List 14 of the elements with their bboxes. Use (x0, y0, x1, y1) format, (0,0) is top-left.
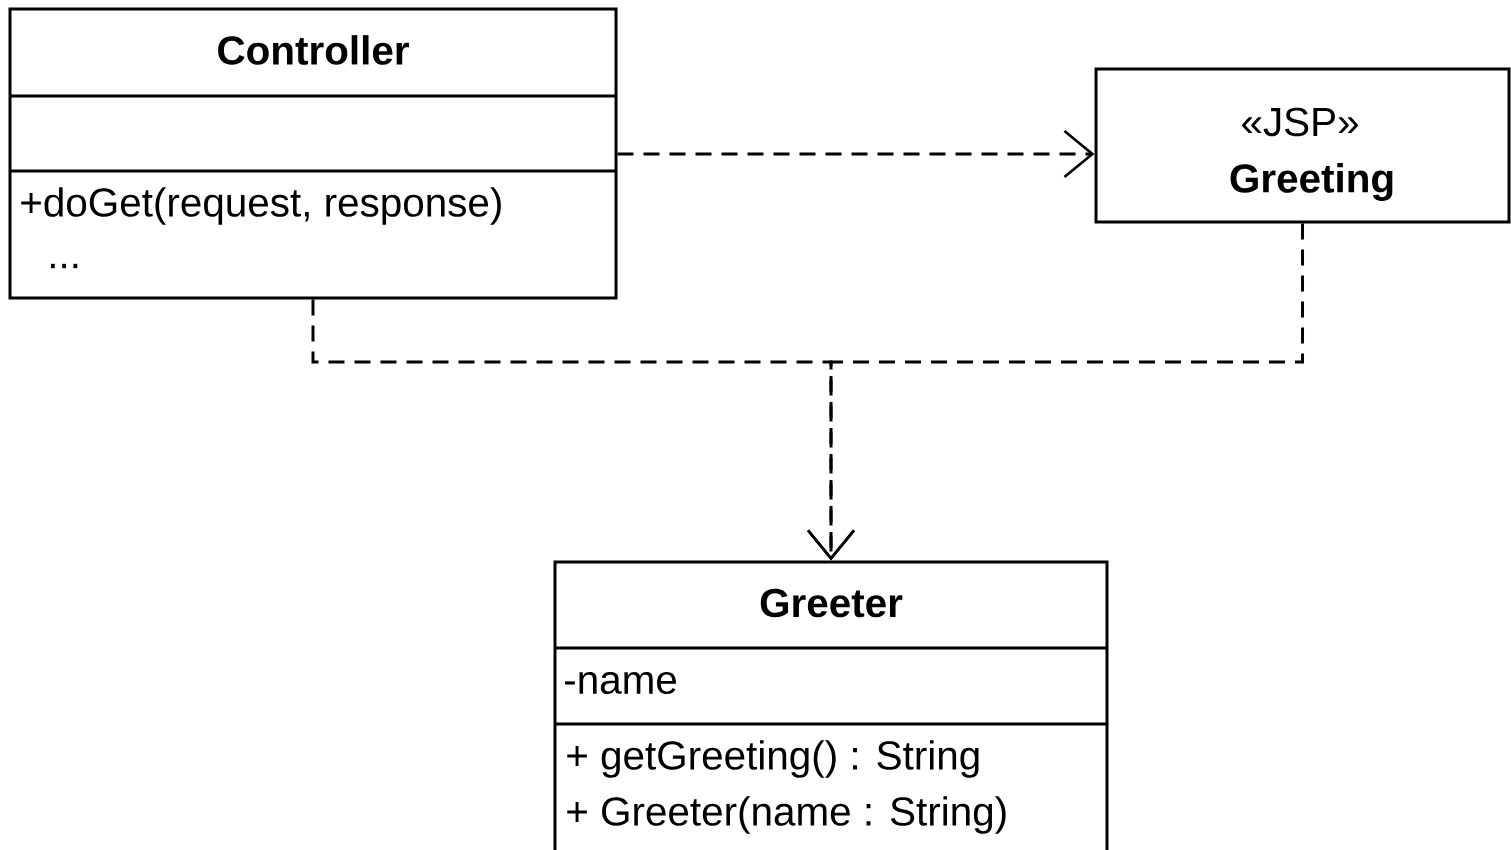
stereotype-text: «JSP» (1242, 107, 1358, 137)
class-name: Greeting (1230, 163, 1393, 201)
dependency-arrow (807, 223, 1304, 561)
operation-text: + Greeter(name : String) (567, 796, 1006, 834)
operation-text: + getGreeting() : String (567, 740, 979, 778)
ellipsis-text: ... (50, 263, 78, 269)
class-box (553, 560, 1109, 850)
attribute-text: -name (565, 671, 677, 695)
class-box (8, 7, 618, 300)
class-box (1094, 67, 1511, 224)
operation-text: +doGet(request, response) (21, 187, 501, 225)
class-name: Greeter (760, 588, 903, 618)
dependency-arrow (617, 129, 1095, 178)
class-name: Controller (218, 35, 409, 65)
